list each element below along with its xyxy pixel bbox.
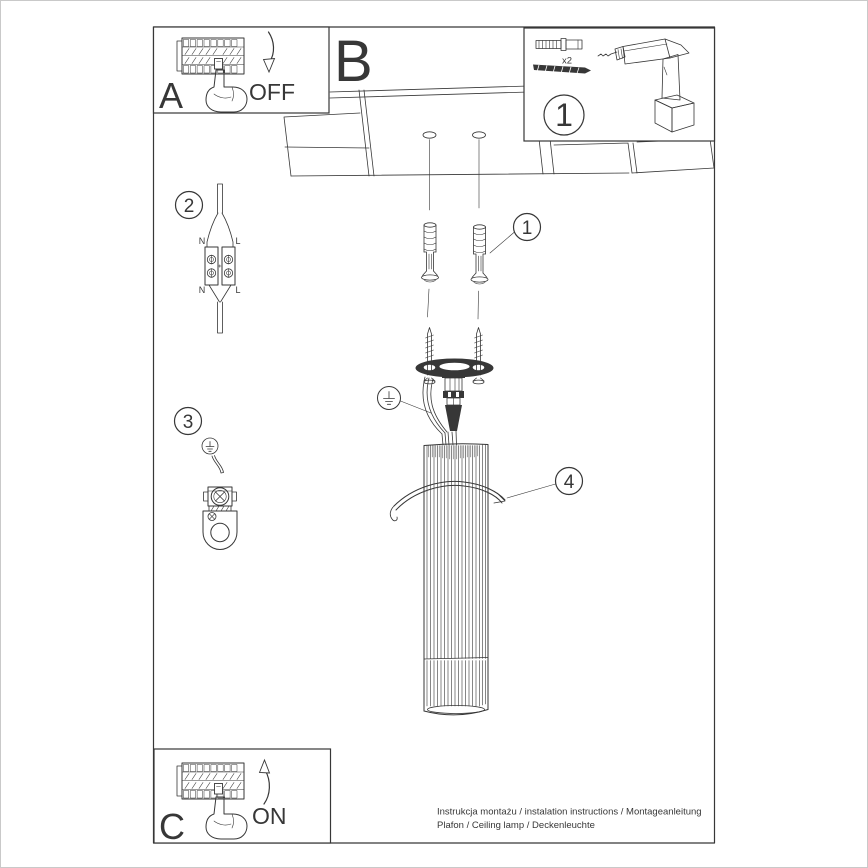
curved-arrow-up-icon [258, 758, 271, 805]
footer-line-2: Plafon / Ceiling lamp / Deckenleuchte [437, 820, 595, 831]
label-neutral-top: N [199, 236, 206, 246]
section-b-label: B [334, 29, 373, 94]
panel-a-action-label: OFF [249, 79, 295, 105]
supply-cable-bottom [217, 301, 223, 334]
canopy-assembly-drawing [377, 327, 494, 446]
callout-wiring-circle [174, 190, 204, 220]
wires-to-cable [208, 284, 232, 303]
label-live-top: L [235, 236, 240, 246]
callout-grounding-circle [173, 406, 203, 436]
tube-flutes-lower [426, 660, 486, 707]
panel-a: A OFF [152, 26, 330, 116]
terminal-block-icon [204, 246, 236, 286]
rotation-arrow-icon [389, 480, 506, 522]
drill-alignment-lines [429, 139, 480, 211]
curved-arrow-down-icon [262, 31, 276, 74]
callout-anchors-number: 1 [522, 218, 533, 239]
tube-flutes-upper [426, 444, 486, 659]
label-live-bottom: L [235, 285, 240, 295]
ceiling-hole-right [472, 131, 486, 139]
mounting-screw-right-icon [472, 327, 485, 385]
footer-line-1: Instrukcja montażu / instalation instruc… [437, 807, 702, 818]
ceiling-hole-left [422, 131, 437, 139]
supply-cable-top [217, 183, 223, 214]
callout-grounding-number: 3 [183, 412, 194, 433]
panel-c: C ON [153, 748, 332, 847]
page-frame [152, 26, 716, 844]
panel-c-label: C [159, 806, 185, 847]
earth-clamp-icon [202, 486, 238, 550]
callout-anchors-badge: 1 [489, 212, 542, 254]
wall-anchor-right-icon [470, 224, 489, 320]
screw-icon [533, 64, 591, 74]
footer-caption: Instrukcja montażu / instalation instruc… [437, 807, 702, 832]
wall-anchor-left-icon [421, 222, 439, 318]
panel-a-label: A [159, 75, 183, 116]
wiring-terminal-drawing: 2 N L N L [174, 183, 241, 334]
callout-shade-badge: 4 [506, 466, 584, 499]
panel-a-box [152, 26, 330, 114]
kit-number-badge: 1 [543, 94, 585, 136]
kit-box: x2 1 [523, 27, 716, 142]
screw-quantity-label: x2 [562, 56, 572, 67]
callout-wiring-number: 2 [184, 196, 195, 217]
lamp-connector [442, 372, 465, 431]
ground-symbol-badge [377, 386, 432, 414]
mounting-screw-left-icon [423, 327, 436, 385]
drill-icon [597, 38, 695, 133]
label-neutral-bottom: N [199, 285, 206, 295]
lamp-wires [422, 376, 457, 446]
grounding-drawing: 3 [173, 406, 238, 550]
callout-shade-number: 4 [564, 472, 575, 493]
kit-number: 1 [555, 97, 573, 133]
wall-plug-icon [535, 38, 583, 51]
panel-c-action-label: ON [252, 803, 287, 829]
ground-symbol-icon [201, 437, 219, 455]
ground-wire [211, 455, 224, 474]
kit-box-frame [523, 27, 716, 142]
